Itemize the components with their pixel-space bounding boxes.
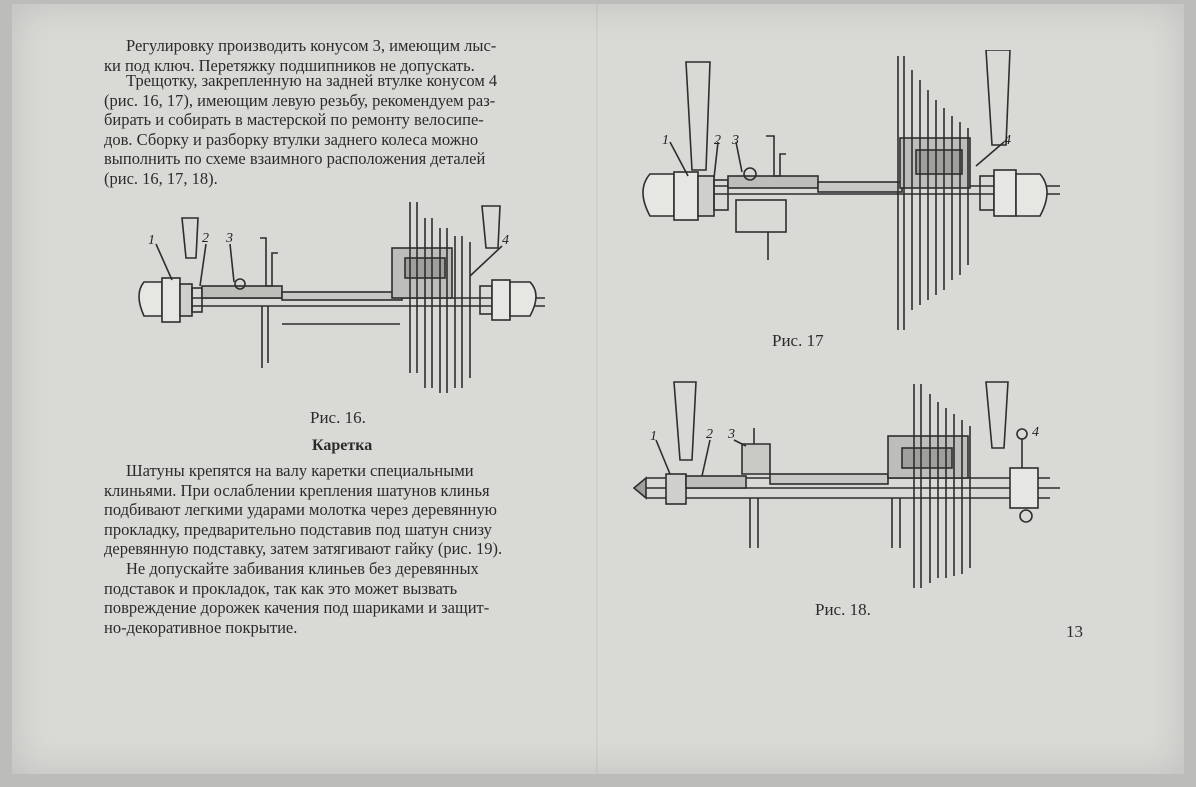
label-1: 1 <box>148 233 155 248</box>
section-heading: Каретка <box>312 437 373 454</box>
label-2: 2 <box>714 133 721 148</box>
text-line: деревянную подставку, затем затягивают г… <box>104 539 503 559</box>
text-line: подставок и прокладок, так как это может… <box>104 578 458 598</box>
label-2: 2 <box>706 427 713 442</box>
figure-18-rear-hub-drawing: 1 2 3 4 <box>630 378 1070 593</box>
text-line: клиньями. При ослаблении крепления шатун… <box>104 480 490 500</box>
figure-16-rear-hub-drawing: 1 2 3 4 <box>130 198 560 403</box>
page-fold <box>596 4 598 774</box>
text-line: дов. Сборку и разборку втулки заднего ко… <box>104 129 479 149</box>
label-2: 2 <box>202 231 209 246</box>
text-line: ки под ключ. Перетяжку подшипников не до… <box>104 55 475 75</box>
text-line: (рис. 16, 17), имеющим левую резьбу, рек… <box>104 90 496 110</box>
text-line: Регулировку производить конусом 3, имеющ… <box>126 36 497 55</box>
text-line: Трещотку, закрепленную на задней втулке … <box>126 71 498 90</box>
paragraph-cranks: Шатуны крепятся на валу каретки специаль… <box>104 461 578 559</box>
figure-17-caption: Рис. 17 <box>772 331 824 350</box>
label-3: 3 <box>225 231 233 246</box>
text-line: (рис. 16, 17, 18). <box>104 168 218 188</box>
page-number: 13 <box>1066 622 1083 641</box>
label-3: 3 <box>727 427 735 442</box>
figure-17-svg: 1 2 3 4 <box>642 50 1060 330</box>
label-4: 4 <box>1004 133 1011 148</box>
label-4: 4 <box>502 233 509 248</box>
text-line: но-декоративное покрытие. <box>104 617 298 637</box>
paragraph-warning: Не допускайте забивания клиньев без дере… <box>104 559 578 637</box>
figure-16-svg: 1 2 3 4 <box>138 202 545 393</box>
text-line: Не допускайте забивания клиньев без дере… <box>126 559 479 578</box>
text-line: бирать и собирать в мастерской по ремонт… <box>104 110 484 130</box>
text-line: прокладку, предварительно подставив под … <box>104 519 492 539</box>
text-line: подбивают легкими ударами молотка через … <box>104 500 497 520</box>
paragraph-regulation: Регулировку производить конусом 3, имеющ… <box>104 36 578 75</box>
paragraph-ratchet: Трещотку, закрепленную на задней втулке … <box>104 71 578 189</box>
label-4: 4 <box>1032 425 1039 440</box>
figure-18-svg: 1 2 3 4 <box>632 381 1060 588</box>
figure-18-caption: Рис. 18. <box>815 600 871 619</box>
label-1: 1 <box>662 133 669 148</box>
label-3: 3 <box>731 133 739 148</box>
text-line: Шатуны крепятся на валу каретки специаль… <box>126 461 474 480</box>
figure-17-rear-hub-drawing: 1 2 3 4 <box>630 50 1070 335</box>
figure-16-caption: Рис. 16. <box>310 408 366 427</box>
label-1: 1 <box>650 429 657 444</box>
text-line: выполнить по схеме взаимного расположени… <box>104 149 486 169</box>
text-line: повреждение дорожек качения под шариками… <box>104 598 490 618</box>
